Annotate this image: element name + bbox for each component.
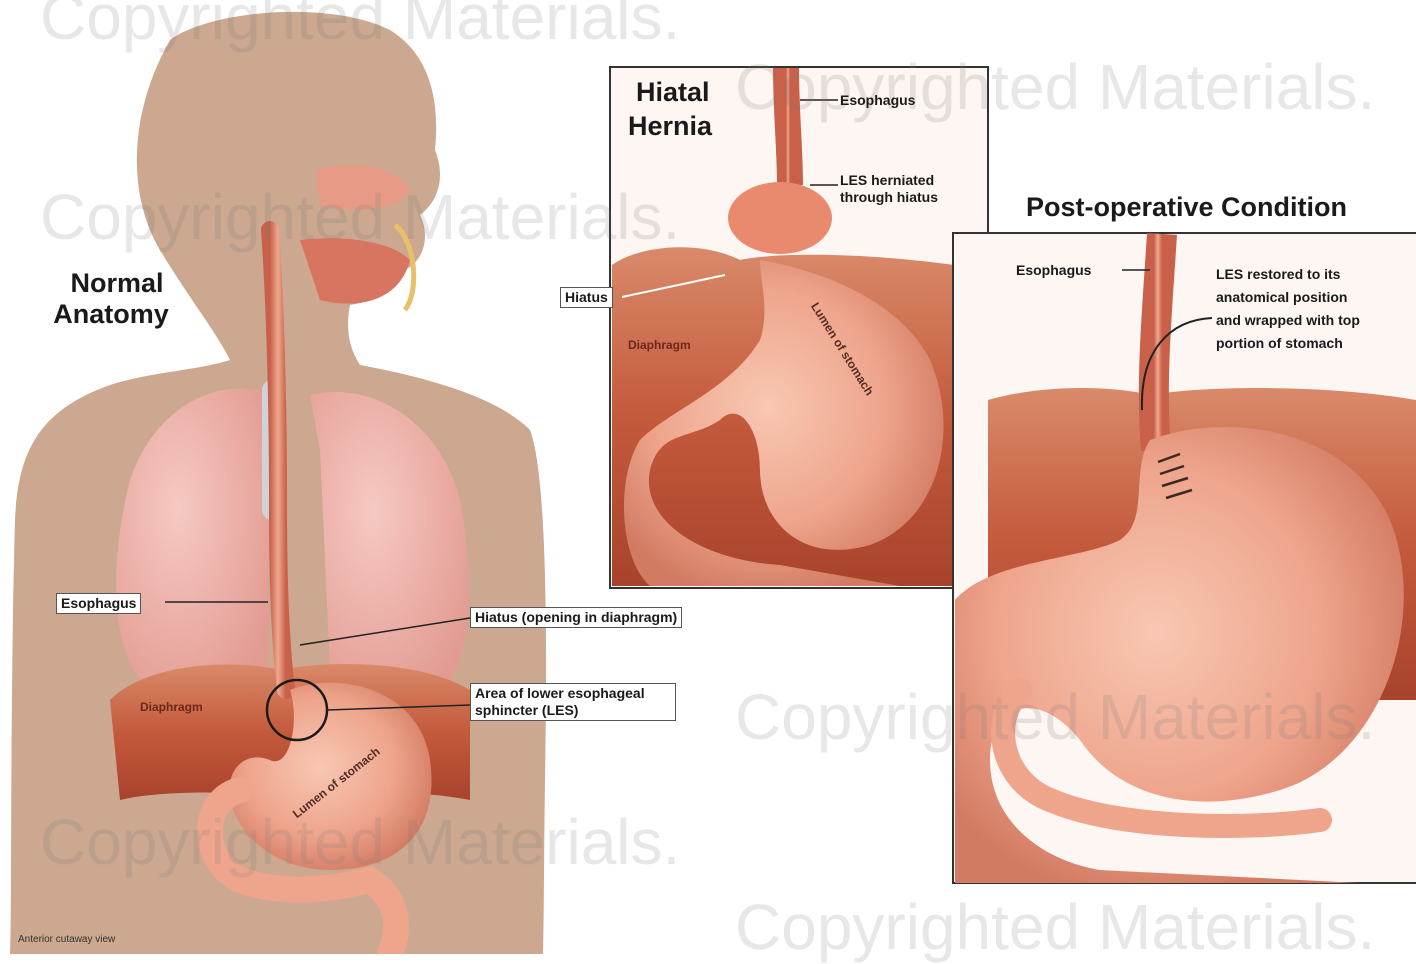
hernia-title-line2: Hernia	[628, 109, 712, 143]
les-label-line1: Area of lower esophageal	[475, 685, 645, 702]
postop-les-line2: anatomical position	[1216, 286, 1360, 309]
hernia-esophagus	[786, 68, 790, 185]
hernia-esophagus-label: Esophagus	[840, 92, 915, 109]
herniated-les	[728, 182, 832, 254]
normal-anatomy-title: Normal Anatomy	[62, 268, 172, 330]
view-caption: Anterior cutaway view	[18, 934, 115, 945]
les-label: Area of lower esophageal sphincter (LES)	[470, 683, 676, 721]
postop-esophagus-label: Esophagus	[1016, 262, 1091, 279]
postop-les-label: LES restored to its anatomical position …	[1216, 263, 1360, 355]
normal-title-line2: Anatomy	[50, 299, 172, 330]
esophagus-label: Esophagus	[56, 593, 141, 614]
hernia-les-line2: through hiatus	[840, 189, 938, 206]
postop-title: Post-operative Condition	[1026, 192, 1347, 223]
hernia-les-label: LES herniated through hiatus	[840, 172, 938, 206]
postop-les-line1: LES restored to its	[1216, 263, 1360, 286]
diaphragm-label: Diaphragm	[140, 700, 203, 714]
hiatal-hernia-title: Hiatal Hernia	[628, 75, 712, 143]
hernia-title-line1: Hiatal	[636, 75, 712, 109]
les-label-line2: sphincter (LES)	[475, 702, 645, 719]
normal-title-line1: Normal	[62, 268, 172, 299]
postop-les-line3: and wrapped with top	[1216, 309, 1360, 332]
hernia-les-line1: LES herniated	[840, 172, 938, 189]
postop-les-line4: portion of stomach	[1216, 332, 1360, 355]
hiatus-label: Hiatus (opening in diaphragm)	[470, 607, 682, 628]
hernia-hiatus-label: Hiatus	[560, 287, 613, 308]
hernia-diaphragm-label: Diaphragm	[628, 338, 691, 352]
